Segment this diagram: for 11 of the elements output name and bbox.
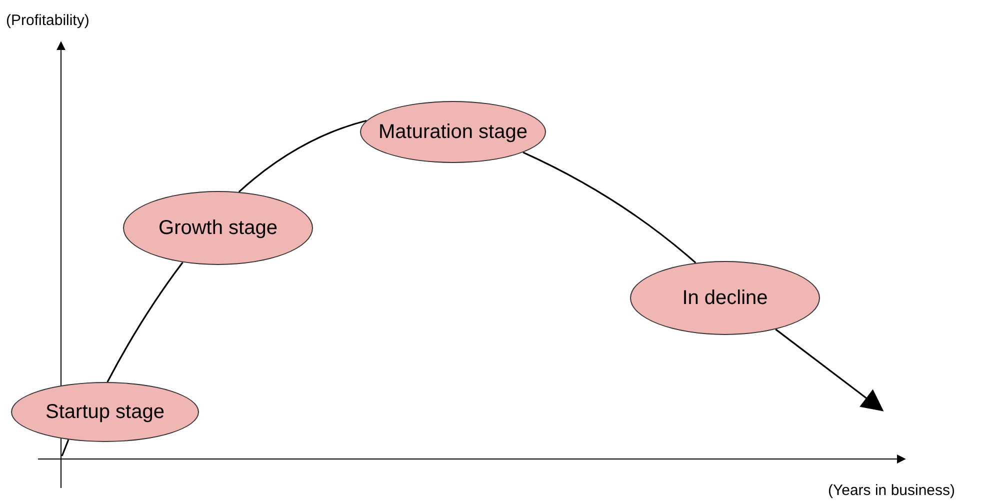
curve-line: [522, 152, 696, 264]
curve-line: [106, 262, 184, 382]
stage-ellipse: Growth stage: [123, 191, 313, 265]
axis-label: (Profitability): [6, 11, 90, 31]
stage-ellipse: Maturation stage: [360, 101, 546, 163]
curve-line: [61, 439, 70, 456]
curve-line: [238, 120, 367, 192]
stage-ellipse: Startup stage: [11, 382, 199, 442]
axis-label: (Years in business): [828, 481, 956, 501]
curve-line: [775, 328, 884, 412]
stage-ellipse: In decline: [630, 261, 820, 335]
